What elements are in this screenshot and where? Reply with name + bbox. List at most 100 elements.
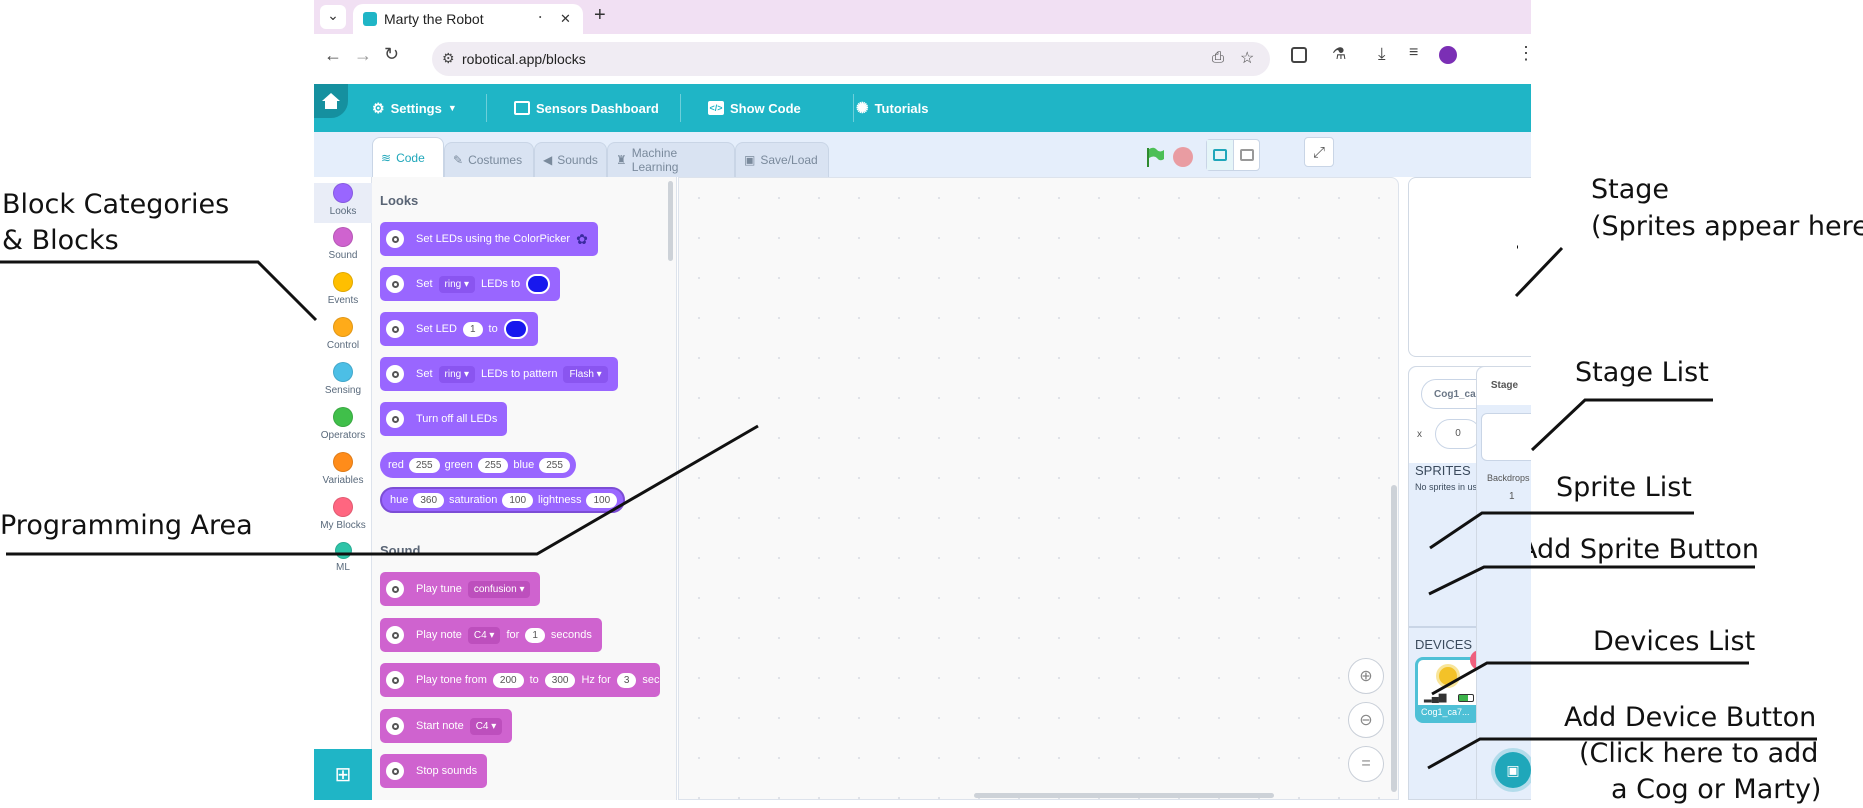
sensors-dashboard-button[interactable]: Sensors Dashboard [514, 84, 659, 132]
tutorials-button[interactable]: ✺ Tutorials [856, 84, 929, 132]
red-input[interactable]: 255 [408, 457, 440, 473]
menu-divider [853, 94, 854, 122]
category-operators[interactable]: Operators [314, 407, 372, 441]
reload-icon[interactable]: ↻ [384, 44, 400, 64]
stop-button[interactable] [1173, 147, 1193, 167]
browser-tab-active[interactable]: Marty the Robot ᛫ ✕ [353, 4, 583, 34]
stage-thumbnail[interactable] [1481, 413, 1531, 461]
blue-input[interactable]: 255 [539, 457, 570, 473]
tab-save-load[interactable]: ▣ Save/Load [735, 142, 829, 177]
tab-costumes[interactable]: ✎ Costumes [444, 142, 534, 177]
bookmark-star-icon[interactable]: ☆ [1240, 50, 1255, 67]
seconds-input[interactable]: 1 [525, 627, 545, 643]
bluetooth-icon: ᛫ [536, 10, 545, 26]
color-swatch[interactable] [503, 319, 528, 339]
download-icon[interactable]: ⤓ [1378, 44, 1386, 63]
site-info-icon[interactable]: ⚙ [442, 50, 455, 66]
ring-dropdown[interactable]: ring ▾ [438, 275, 475, 293]
annotation-programming-area: Programming Area [0, 510, 253, 541]
annotation-add-device: Add Device Button [1564, 702, 1817, 733]
stage[interactable] [1408, 177, 1531, 357]
tab-search-button[interactable]: ⌄ [320, 5, 346, 29]
category-sound[interactable]: Sound [314, 227, 372, 261]
zoom-out-button[interactable]: ⊖ [1348, 702, 1384, 738]
back-icon[interactable]: ← [324, 45, 342, 65]
category-variables[interactable]: Variables [314, 452, 372, 486]
fullscreen-button[interactable]: ⤢ [1304, 137, 1334, 167]
code-tab-icon: ≋ [381, 150, 392, 165]
note-dropdown[interactable]: C4 ▾ [469, 717, 503, 735]
category-events[interactable]: Events [314, 272, 372, 306]
block-play-tune[interactable]: Play tune confusion ▾ [380, 572, 541, 606]
cog-icon [386, 275, 404, 293]
block-rgb-reporter[interactable]: red 255 green 255 blue 255 [380, 452, 576, 478]
floppy-icon: ▣ [744, 153, 756, 167]
address-bar[interactable]: ⚙ robotical.app/blocks ⎙ ☆ [432, 42, 1270, 76]
color-swatch[interactable] [526, 274, 551, 294]
zoom-in-button[interactable]: ⊕ [1348, 658, 1384, 694]
category-looks[interactable]: Looks [314, 183, 372, 223]
block-set-led[interactable]: Set LED 1 to [380, 312, 538, 346]
block-set-leds-colorpicker[interactable]: Set LEDs using the ColorPicker ✿ [380, 222, 598, 256]
brush-icon: ✎ [453, 153, 464, 167]
labs-icon[interactable]: ⚗ [1332, 46, 1347, 63]
to-hz-input[interactable]: 300 [544, 672, 576, 688]
zoom-reset-button[interactable]: = [1348, 746, 1384, 782]
media-icon[interactable]: ≡ [1409, 44, 1419, 61]
settings-menu[interactable]: ⚙ Settings ▼ [372, 84, 457, 132]
add-backdrop-button[interactable]: ▣ [1495, 752, 1531, 788]
category-sensing[interactable]: Sensing [314, 362, 372, 396]
block-set-ring-leds[interactable]: Set ring ▾ LEDs to [380, 267, 561, 301]
tab-code[interactable]: ≋ Code [372, 137, 444, 177]
ring-dropdown[interactable]: ring ▾ [438, 365, 475, 383]
saturation-input[interactable]: 100 [502, 492, 534, 508]
annotation-block-categories-2: & Blocks [2, 225, 119, 256]
add-extension-button[interactable]: ⊞ [314, 749, 372, 800]
tab-sounds[interactable]: ◀ Sounds [534, 142, 607, 177]
block-start-note[interactable]: Start note C4 ▾ [380, 709, 513, 743]
new-tab-button[interactable]: + [594, 4, 606, 26]
block-stop-sounds[interactable]: Stop sounds [380, 754, 488, 788]
browser-tab-title: Marty the Robot [384, 11, 484, 27]
lightness-input[interactable]: 100 [586, 492, 618, 508]
category-control[interactable]: Control [314, 317, 372, 351]
large-stage-button[interactable] [1234, 140, 1260, 170]
from-hz-input[interactable]: 200 [492, 672, 524, 688]
block-turn-off-leds[interactable]: Turn off all LEDs [380, 402, 508, 436]
workspace-vertical-scrollbar[interactable] [1391, 485, 1397, 792]
block-text: Play tone from [416, 674, 487, 686]
install-icon[interactable]: ⎙ [1212, 49, 1225, 66]
forward-icon[interactable]: → [354, 45, 372, 65]
pattern-dropdown[interactable]: Flash ▾ [563, 365, 608, 383]
led-number-input[interactable]: 1 [462, 321, 483, 337]
large-stage-icon [1240, 149, 1254, 161]
block-play-note[interactable]: Play note C4 ▾ for 1 seconds [380, 618, 602, 652]
note-dropdown[interactable]: C4 ▾ [467, 626, 501, 644]
green-input[interactable]: 255 [477, 457, 509, 473]
small-stage-button[interactable] [1207, 140, 1234, 170]
callout-line-stage [1514, 246, 1564, 298]
palette-scrollbar[interactable] [668, 181, 673, 261]
block-set-leds-pattern[interactable]: Set ring ▾ LEDs to pattern Flash ▾ [380, 357, 618, 391]
home-button[interactable] [314, 84, 348, 118]
workspace-horizontal-scrollbar[interactable] [974, 793, 1274, 798]
battery-icon [1458, 694, 1474, 702]
hue-input[interactable]: 360 [413, 492, 445, 508]
menu-kebab-icon[interactable]: ⋮ [1517, 43, 1531, 63]
close-tab-button[interactable]: ✕ [560, 11, 571, 26]
tab-costumes-label: Costumes [468, 153, 523, 167]
callout-line-stage-list [1530, 398, 1713, 452]
extensions-icon[interactable] [1291, 47, 1307, 63]
tune-dropdown[interactable]: confusion ▾ [467, 580, 531, 598]
block-play-tone[interactable]: Play tone from 200 to 300 Hz for 3 sec [380, 663, 660, 697]
green-flag-icon [1147, 147, 1164, 167]
tab-machine-learning[interactable]: ♜ Machine Learning [607, 142, 735, 177]
duration-input[interactable]: 3 [616, 672, 637, 688]
profile-avatar[interactable] [1439, 46, 1457, 64]
category-my-blocks[interactable]: My Blocks [314, 497, 372, 531]
block-categories: Looks Sound Events Control Sensing Opera… [314, 177, 372, 800]
programming-area[interactable]: ⊕ ⊖ = [678, 177, 1399, 800]
green-flag-button[interactable] [1144, 146, 1166, 168]
block-hsl-reporter[interactable]: hue 360 saturation 100 lightness 100 [380, 487, 626, 513]
show-code-button[interactable]: </> Show Code [708, 84, 801, 132]
